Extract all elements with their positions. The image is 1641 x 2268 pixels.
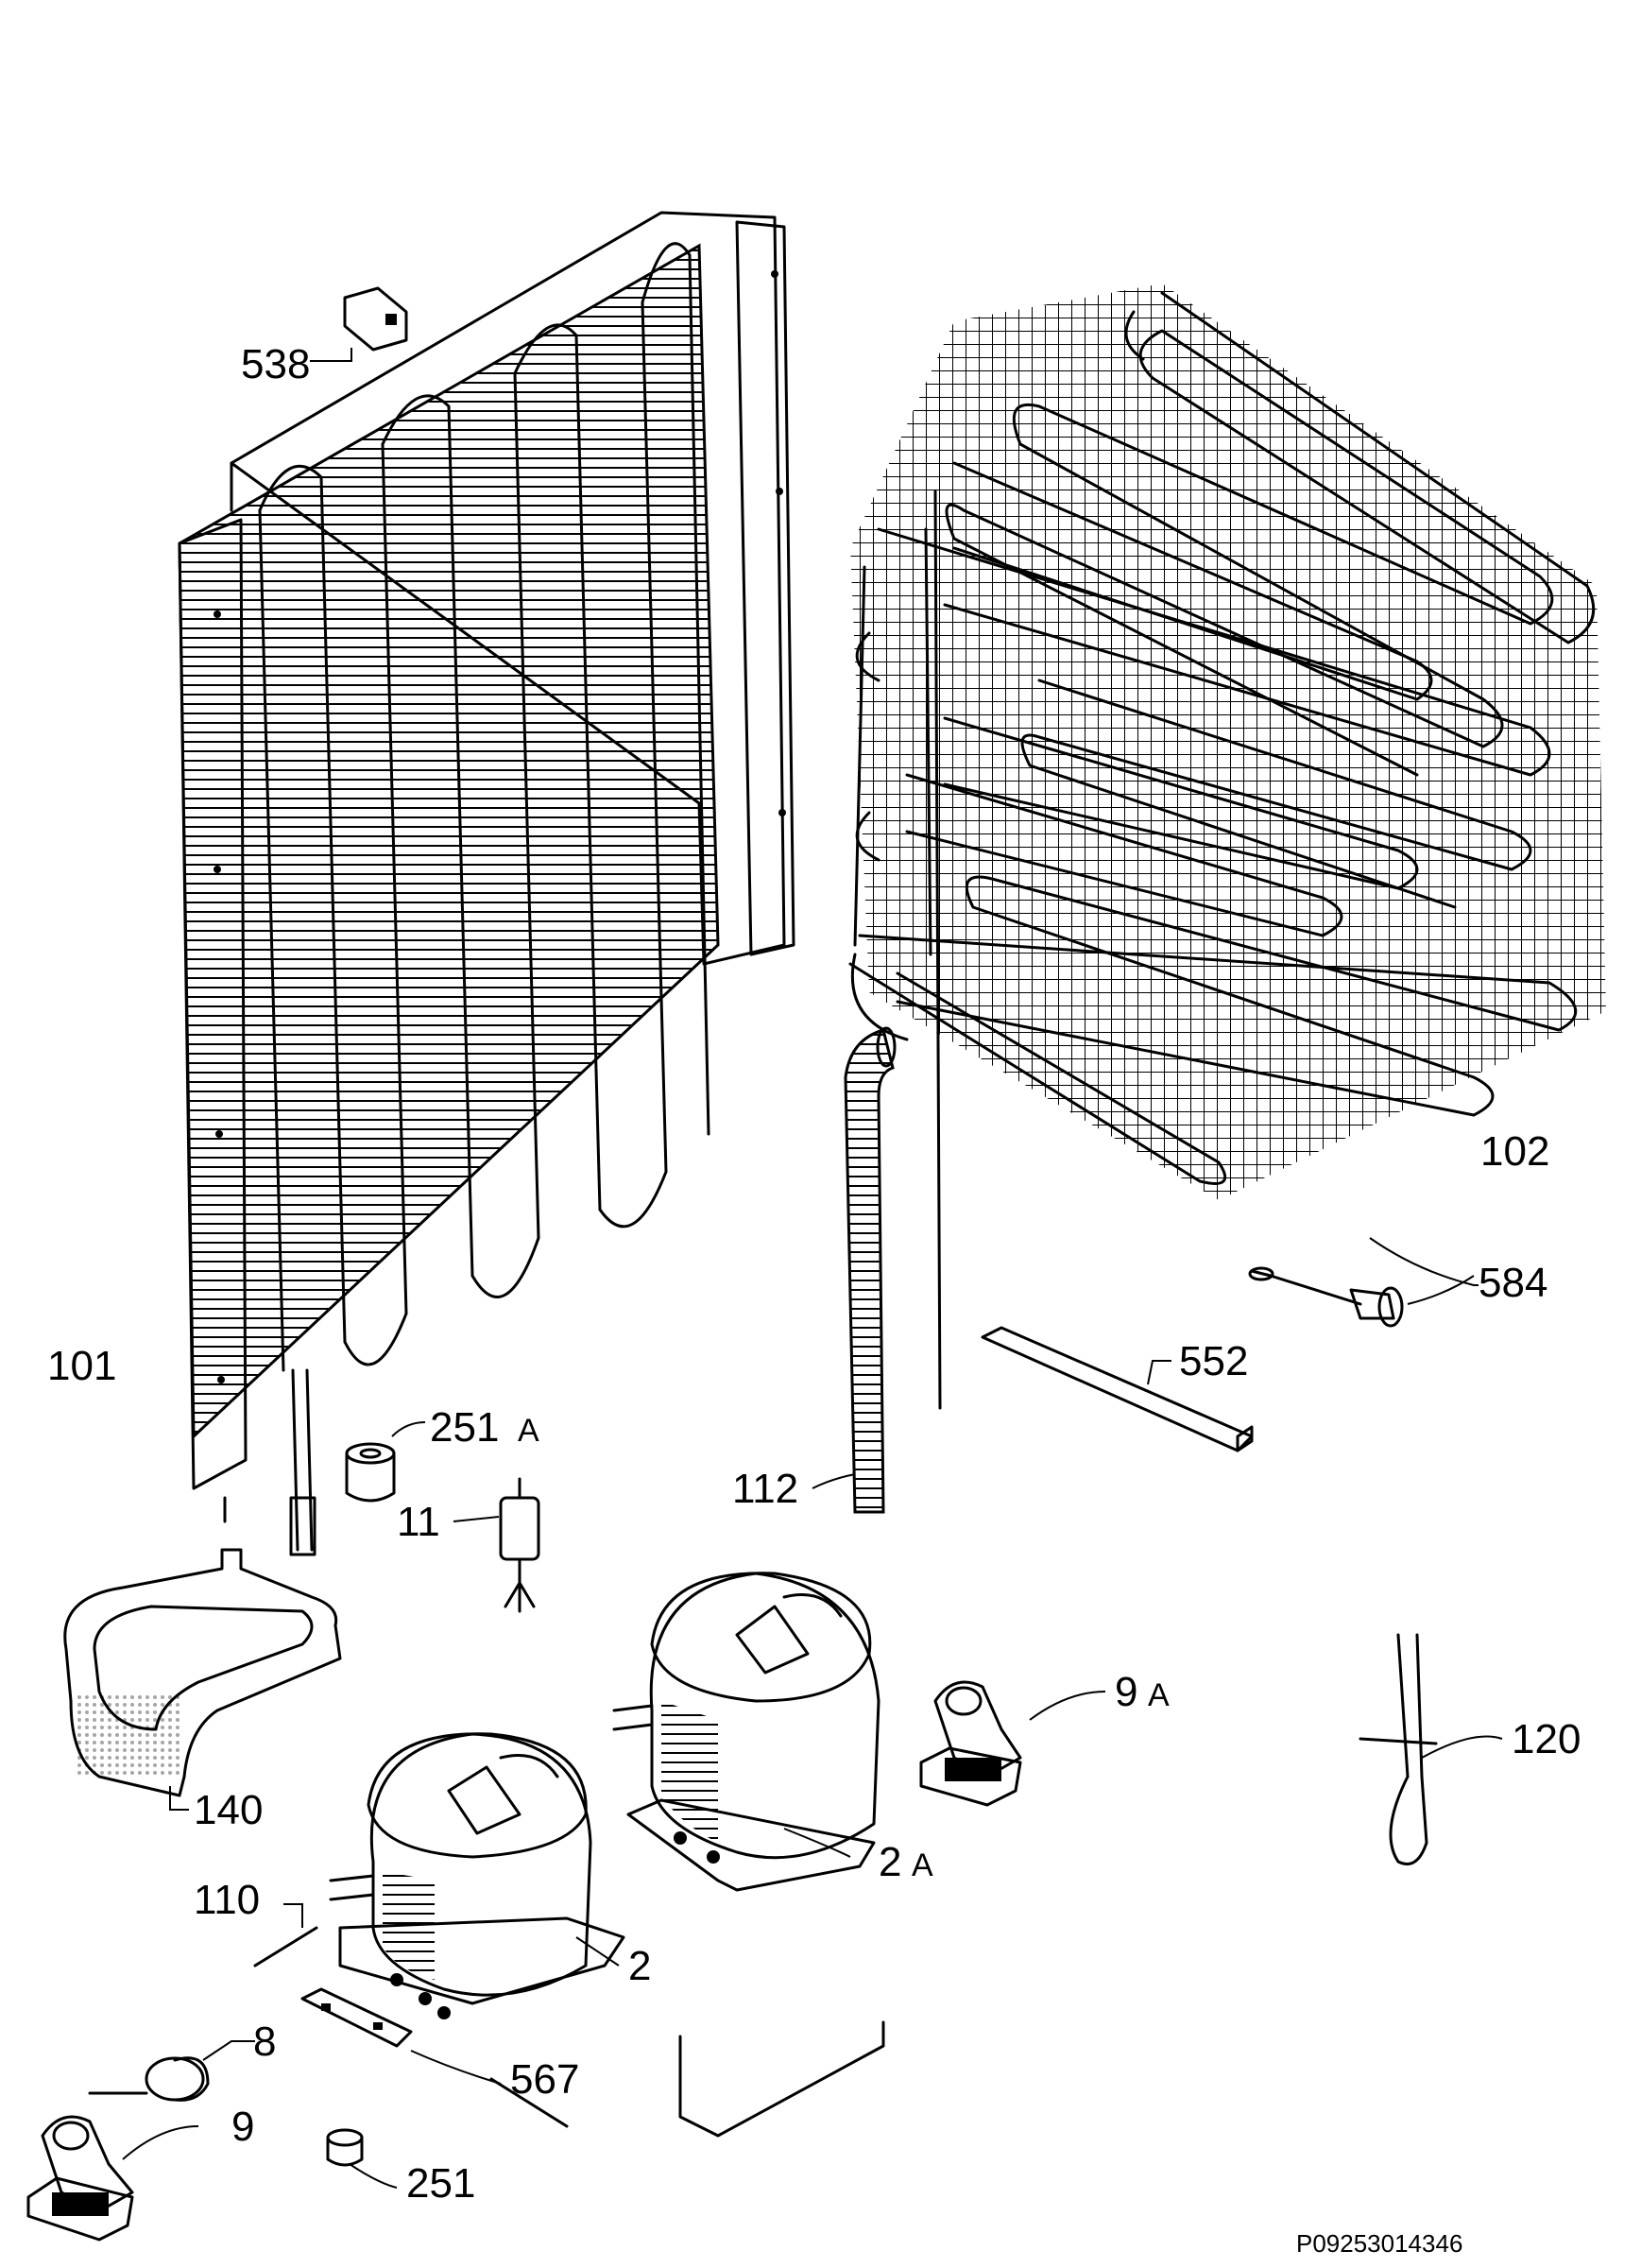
drip-tray-140-part — [63, 1548, 342, 1811]
condenser-part — [178, 211, 795, 1556]
callout-112: 112 — [732, 1466, 798, 1512]
callout-110: 110 — [194, 1877, 260, 1923]
callout-251a-suffix: A — [518, 1413, 539, 1449]
callout-538: 538 — [241, 341, 310, 387]
callout-120: 120 — [1512, 1716, 1581, 1762]
callout-251a-number: 251 — [430, 1404, 499, 1451]
callout-9a-number: 9 — [1115, 1669, 1137, 1715]
callout-2a-suffix: A — [912, 1847, 933, 1883]
thermo-wire-120-part — [1359, 1633, 1503, 1865]
plate-567-part — [300, 1987, 502, 2085]
clip-538-part — [310, 286, 408, 362]
callout-9a-suffix: A — [1148, 1677, 1170, 1713]
drain-tube-112-part — [812, 1026, 897, 1514]
callout-labels: 538 102 101 584 552 251 A 112 11 9 A 120… — [47, 341, 1581, 2258]
drier-11-part — [453, 1477, 540, 1613]
relay-9-part — [26, 2115, 199, 2242]
pin-110-part — [253, 1903, 318, 1967]
compressor-2-part — [329, 1732, 625, 2019]
drawing-code: P09253014346 — [1296, 2229, 1462, 2258]
sensor-584-part — [1248, 1266, 1475, 1328]
grommet-251-part — [326, 2128, 398, 2189]
callout-584: 584 — [1479, 1260, 1547, 1306]
callout-101: 101 — [47, 1343, 116, 1389]
grommet-251a-part — [345, 1421, 426, 1503]
compressor-2a-part — [612, 1572, 880, 1892]
callout-8: 8 — [253, 2019, 276, 2065]
evaporator-part — [848, 284, 1606, 1410]
callout-552: 552 — [1179, 1338, 1248, 1384]
callout-9: 9 — [231, 2104, 254, 2150]
callout-567: 567 — [510, 2056, 579, 2103]
callout-102: 102 — [1480, 1128, 1549, 1175]
relay-9a-part — [919, 1680, 1106, 1807]
callout-140: 140 — [194, 1787, 263, 1833]
callout-2: 2 — [628, 1943, 651, 1989]
callout-251: 251 — [406, 2160, 475, 2207]
cabinet-outline — [489, 2020, 885, 2138]
overload-8-part — [88, 2040, 255, 2102]
strip-552-part — [981, 1326, 1254, 1452]
callout-11: 11 — [397, 1499, 440, 1545]
callout-2a-number: 2 — [879, 1839, 901, 1885]
